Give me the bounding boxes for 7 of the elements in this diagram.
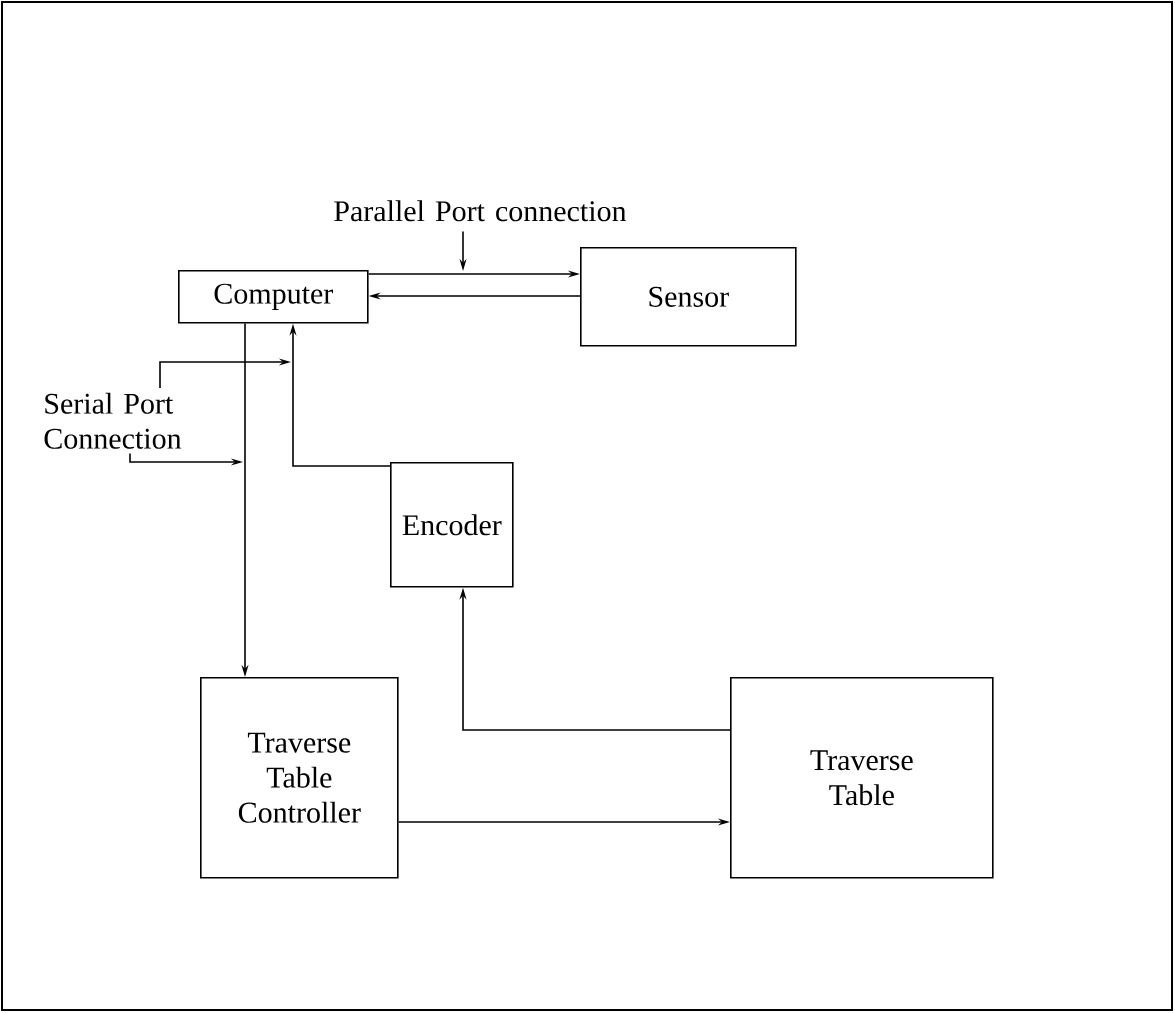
annotation-text: Parallel Port connection <box>334 200 627 222</box>
process-box: Computer <box>178 270 369 324</box>
process-box: Traverse Table <box>730 677 994 879</box>
process-box: Encoder <box>390 462 514 588</box>
process-box: Sensor <box>580 247 797 347</box>
annotation-text: Serial Port Connection <box>44 392 182 449</box>
process-box: Traverse Table Controller <box>200 677 399 879</box>
